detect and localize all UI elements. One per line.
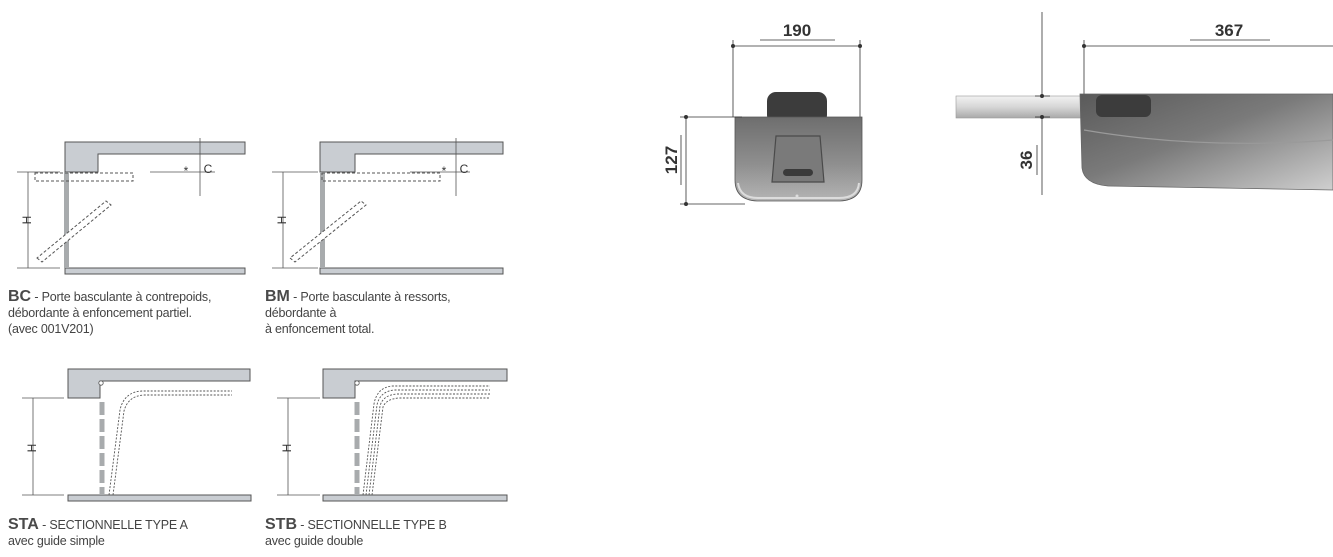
- stb-pivot: [354, 380, 360, 386]
- stb-guide-outer-1: [362, 385, 490, 496]
- sta-caption: STA - SECTIONNELLE TYPE A avec guide sim…: [8, 517, 188, 549]
- stb-line2: avec guide double: [265, 534, 364, 548]
- bm-ceiling: [319, 141, 504, 173]
- motor-front-trim: [737, 182, 860, 199]
- motor-side-handle: [1096, 95, 1151, 117]
- side-height-dot-bottom: [1040, 115, 1044, 119]
- bc-diagram: H * C: [17, 138, 246, 275]
- stb-caption: STB - SECTIONNELLE TYPE B avec guide dou…: [265, 517, 447, 549]
- motor-side-edge: [1083, 129, 1333, 144]
- bm-diagram: H * C: [272, 138, 504, 275]
- stb-diagram: H: [277, 368, 508, 502]
- stb-ceiling: [322, 368, 508, 399]
- bm-desc: - Porte basculante à ressorts,: [289, 290, 451, 304]
- sta-desc: - SECTIONNELLE TYPE A: [38, 518, 188, 532]
- front-width-dot-right: [858, 44, 862, 48]
- sta-guide-inner: [112, 394, 232, 496]
- side-height-dot-top: [1040, 94, 1044, 98]
- side-height-value: 36: [1017, 151, 1036, 170]
- front-width-value: 190: [783, 21, 811, 40]
- bm-c-label: C: [460, 162, 469, 176]
- motor-rail: [955, 95, 1097, 119]
- motor-front-handle: [767, 92, 827, 124]
- bc-asterisk: *: [184, 164, 189, 178]
- side-length-value: 367: [1215, 21, 1243, 40]
- sta-h-label: H: [25, 444, 39, 453]
- bc-door-path: [36, 200, 112, 263]
- bm-door-path: [289, 200, 367, 263]
- sta-guide-outer: [108, 390, 232, 496]
- bc-line3: (avec 001V201): [8, 322, 94, 336]
- bm-line3: à enfoncement total.: [265, 322, 375, 336]
- bc-floor: [64, 267, 246, 275]
- bc-open-position: [34, 172, 134, 182]
- front-height-dot-bottom: [684, 202, 688, 206]
- stb-desc: - SECTIONNELLE TYPE B: [297, 518, 447, 532]
- motor-front-led: [795, 194, 799, 198]
- stb-guide-inner-1: [368, 393, 490, 496]
- front-height-value: 127: [662, 146, 681, 174]
- bc-door-jamb: [64, 172, 69, 268]
- bc-ceiling: [64, 141, 246, 173]
- stb-code: STB: [265, 516, 297, 533]
- sta-line2: avec guide simple: [8, 534, 105, 548]
- front-width-dot-left: [731, 44, 735, 48]
- side-length-dot: [1082, 44, 1086, 48]
- bm-line2: débordante à: [265, 306, 337, 320]
- bm-door-jamb: [320, 172, 325, 268]
- front-height-dot-top: [684, 115, 688, 119]
- stb-floor: [322, 494, 508, 502]
- bc-c-label: C: [204, 162, 213, 176]
- sta-ceiling: [67, 368, 251, 399]
- sta-floor: [67, 494, 252, 502]
- bm-caption: BM - Porte basculante à ressorts, débord…: [265, 288, 451, 337]
- bm-h-label: H: [275, 216, 289, 225]
- bm-floor: [319, 267, 504, 275]
- bc-h-label: H: [20, 216, 34, 225]
- stb-guide-outer-2: [365, 389, 490, 496]
- bm-asterisk: *: [442, 164, 447, 178]
- sta-code: STA: [8, 516, 39, 533]
- bc-caption: BC - Porte basculante à contrepoids, déb…: [8, 289, 211, 337]
- motor-front-view: 190 127: [662, 21, 863, 206]
- stb-h-label: H: [280, 444, 294, 453]
- bc-desc: - Porte basculante à contrepoids,: [31, 290, 212, 304]
- bc-code: BC: [8, 288, 32, 305]
- sta-diagram: H: [22, 368, 252, 502]
- sta-pivot: [98, 380, 104, 386]
- bm-code: BM: [265, 288, 290, 305]
- bc-line2: débordante à enfoncement partiel.: [8, 306, 192, 320]
- stb-guide-inner-2: [371, 397, 490, 496]
- motor-side-view: 367 36: [955, 12, 1333, 195]
- bm-open-position: [321, 172, 441, 182]
- motor-front-logo: [783, 169, 813, 176]
